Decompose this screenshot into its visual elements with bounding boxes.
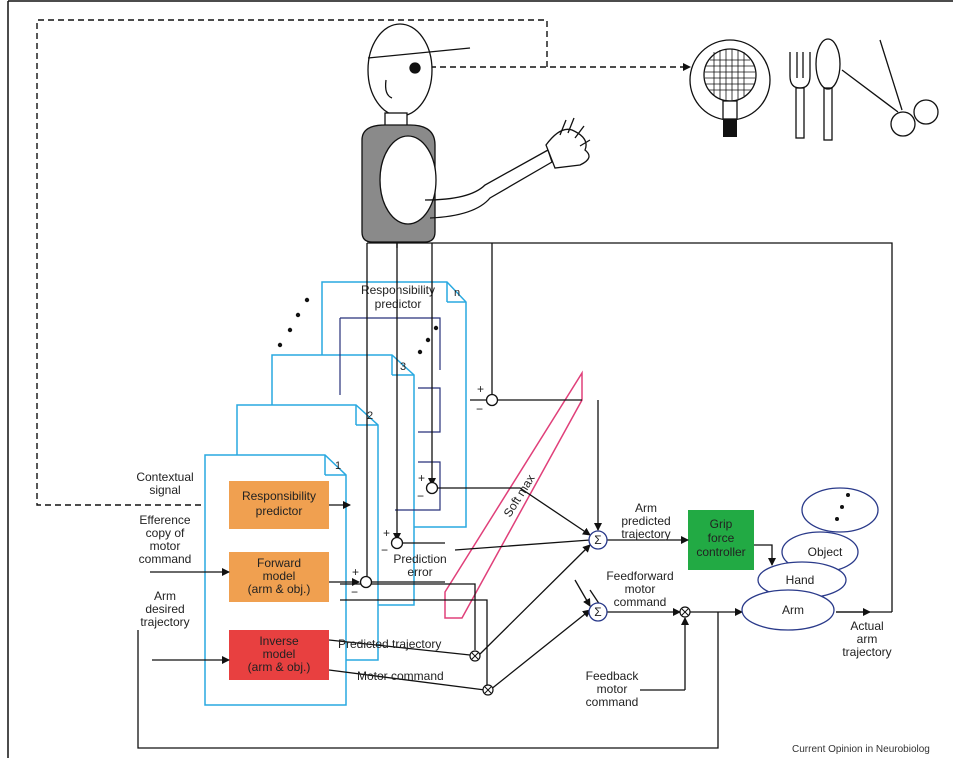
responsibility-box: Responsibility predictor: [229, 481, 329, 529]
arm-desired-label-3: trajectory: [140, 615, 189, 629]
forward-model-box: Forward model (arm & obj.): [229, 552, 329, 602]
signal-lines: [137, 242, 893, 749]
svg-text:Σ: Σ: [594, 605, 601, 619]
arm-desired-label-1: Arm: [154, 589, 176, 603]
inverse-model-box: Inverse model (arm & obj.): [229, 630, 329, 680]
module-number-2: 2: [367, 410, 373, 422]
actual-arm-label-3: trajectory: [842, 645, 891, 659]
signs: + − + − + − + −: [351, 382, 484, 599]
scissors-icon: [841, 39, 939, 137]
svg-text:force: force: [708, 531, 735, 545]
object-label: Object: [808, 545, 843, 559]
arm-predicted-label-2: predicted: [621, 514, 670, 528]
svg-text:predictor: predictor: [256, 504, 303, 518]
feedback-label-2: motor: [597, 682, 628, 696]
efference-label-2: copy of: [146, 526, 185, 540]
person-figure: [361, 23, 591, 243]
contextual-signal-label-2: signal: [149, 483, 180, 497]
feedforward-label-2: motor: [625, 582, 656, 596]
svg-text:−: −: [476, 402, 483, 416]
inner-wiring: [339, 317, 441, 511]
svg-text:Responsibility: Responsibility: [242, 489, 316, 503]
svg-text:Inverse: Inverse: [259, 634, 299, 648]
arm-predicted-label-3: trajectory: [621, 527, 670, 541]
svg-text:model: model: [263, 647, 296, 661]
svg-text:controller: controller: [696, 545, 745, 559]
svg-text:model: model: [263, 569, 296, 583]
arm-predicted-label-1: Arm: [635, 501, 657, 515]
spoon-icon: [815, 38, 841, 141]
efference-label-3: motor: [150, 539, 181, 553]
svg-text:+: +: [477, 382, 484, 396]
svg-text:Forward: Forward: [257, 556, 301, 570]
sum-node-2: Σ: [588, 602, 608, 622]
svg-text:−: −: [417, 489, 424, 503]
tennis-racket-icon: [689, 39, 771, 137]
fork-icon: [789, 52, 811, 139]
sum-node-1: Σ: [588, 530, 608, 550]
svg-text:−: −: [381, 543, 388, 557]
feedback-label-1: Feedback: [586, 669, 640, 683]
multipliers: [469, 606, 691, 696]
prediction-error-label: Prediction: [393, 552, 446, 566]
top-responsibility-label-2: predictor: [375, 297, 422, 311]
feedback-label-3: command: [586, 695, 639, 709]
actual-arm-label-2: arm: [857, 632, 878, 646]
efference-label-1: Efference: [139, 513, 190, 527]
feedforward-label-3: command: [614, 595, 667, 609]
arm-ellipse: [741, 589, 835, 631]
arm-label: Arm: [782, 603, 804, 617]
module-number-3: 3: [400, 361, 406, 373]
svg-text:(arm & obj.): (arm & obj.): [248, 660, 311, 674]
contextual-signal-label: Contextual: [136, 470, 193, 484]
module-number-1: 1: [335, 460, 341, 472]
svg-text:−: −: [351, 585, 358, 599]
svg-text:(arm & obj.): (arm & obj.): [248, 582, 311, 596]
prediction-error-label-2: error: [407, 565, 432, 579]
svg-text:+: +: [352, 565, 359, 579]
comparators: [359, 393, 499, 589]
more-modules-dots: [277, 297, 439, 355]
plant-ellipses: [741, 487, 879, 631]
svg-text:+: +: [383, 526, 390, 540]
svg-text:Grip: Grip: [710, 517, 733, 531]
predicted-trajectory-label: Predicted trajectory: [338, 637, 441, 651]
svg-text:Σ: Σ: [594, 533, 601, 547]
source-credit: Current Opinion in Neurobiolog: [792, 744, 930, 755]
contextual-dashed-line: [36, 19, 548, 506]
top-responsibility-label: Responsibility: [361, 283, 435, 297]
extra-object-ellipse: [801, 487, 879, 533]
module-number-n: n: [454, 287, 460, 299]
hand-label: Hand: [786, 573, 815, 587]
motor-command-label: Motor command: [357, 669, 444, 683]
efference-label-4: command: [139, 552, 192, 566]
arm-desired-label-2: desired: [145, 602, 184, 616]
actual-arm-label-1: Actual: [850, 619, 883, 633]
feedforward-label-1: Feedforward: [606, 569, 673, 583]
grip-force-box: Grip force controller: [688, 510, 754, 570]
svg-text:+: +: [418, 471, 425, 485]
